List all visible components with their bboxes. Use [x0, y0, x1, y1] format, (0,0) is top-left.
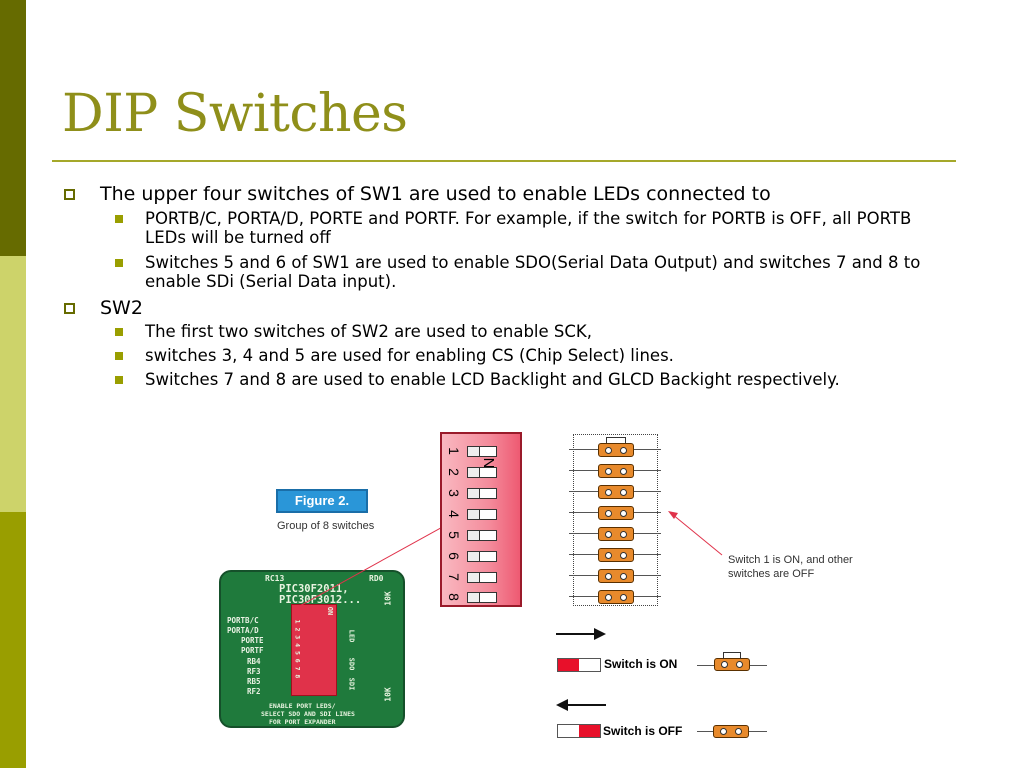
- dip-slot: [467, 551, 497, 562]
- dip-knob: [468, 510, 480, 519]
- pcb-port-label: PORTF: [241, 646, 264, 655]
- pcb-bottom-line1: ENABLE PORT LEDS/: [269, 702, 336, 710]
- sub-bullet-icon: [115, 215, 123, 223]
- pcb-chip-line1: PIC30F2011,: [279, 583, 349, 595]
- switch-red-half: [558, 659, 579, 671]
- jumper: [598, 506, 634, 520]
- figure-caption: Group of 8 switches: [277, 520, 375, 532]
- sidebar-band-light: [0, 256, 26, 512]
- legend-off-label: Switch is OFF: [603, 724, 683, 738]
- pcb-port-label: RB5: [247, 677, 261, 686]
- figure-tag: Figure 2.: [276, 489, 368, 513]
- sub-bullet-1-1: PORTB/C, PORTA/D, PORTE and PORTF. For e…: [145, 209, 912, 247]
- note-line-1: Switch 1 is ON, and other: [728, 554, 853, 566]
- legend-jumper-off: [713, 725, 749, 738]
- pcb-bottom-line2: SELECT SDO AND SDI LINES: [261, 710, 355, 718]
- title-divider: [52, 160, 956, 162]
- legend-jumper-on: [714, 658, 750, 671]
- jumper: [598, 548, 634, 562]
- jumper: [598, 590, 634, 604]
- dip-number: 1: [446, 447, 462, 455]
- arrow-right-head: [594, 628, 606, 640]
- dip-slot: [467, 446, 497, 457]
- dip-slot: [467, 488, 497, 499]
- callout-line-note: [671, 513, 723, 556]
- dip-number: 3: [446, 489, 462, 497]
- pcb-port-label: RF3: [247, 667, 261, 676]
- dip-number: 8: [446, 593, 462, 601]
- sub-bullet-icon: [115, 352, 123, 360]
- dip-slot: [467, 467, 497, 478]
- pcb-port-label: RF2: [247, 687, 261, 696]
- pcb-port-label: PORTB/C: [227, 616, 259, 625]
- callout-line-dip: [295, 524, 447, 609]
- arrow-left-head: [556, 699, 568, 711]
- jumper-box: [573, 434, 658, 606]
- sub-bullet-2-1: The first two switches of SW2 are used t…: [145, 322, 592, 341]
- sub-bullet-icon: [115, 259, 123, 267]
- switch-red-half: [579, 725, 600, 737]
- sidebar-decoration: [0, 0, 26, 768]
- dip-knob: [468, 447, 480, 456]
- legend-switch-off: [557, 724, 601, 738]
- dip-knob: [468, 531, 480, 540]
- pcb-chip-line2: PIC30F3012...: [279, 594, 362, 606]
- dip-knob: [468, 489, 480, 498]
- sub-bullet-2-3: Switches 7 and 8 are used to enable LCD …: [145, 370, 840, 389]
- jumper-on-cap: [606, 437, 626, 447]
- dip-number: 4: [446, 510, 462, 518]
- sub-bullet-icon: [115, 328, 123, 336]
- pcb-photo: RC13 RD0 PIC30F2011, PIC30F3012... 10K 1…: [219, 570, 405, 728]
- dip-knob: [468, 468, 480, 477]
- sub-bullet-1-2: Switches 5 and 6 of SW1 are used to enab…: [145, 253, 921, 291]
- pcb-bottom-line3: FOR PORT EXPANDER: [269, 718, 336, 726]
- dip-number: 5: [446, 531, 462, 539]
- sub-bullet-2-2: switches 3, 4 and 5 are used for enablin…: [145, 346, 674, 365]
- dip-slot: [467, 592, 497, 603]
- dip-slot: [467, 572, 497, 583]
- sub-bullet-icon: [115, 376, 123, 384]
- jumper: [598, 569, 634, 583]
- bullet-square-icon: [64, 303, 75, 314]
- bullet-square-icon: [64, 189, 75, 200]
- callout-arrowhead: [668, 511, 678, 519]
- slide-title: DIP Switches: [62, 84, 408, 144]
- legend-on-label: Switch is ON: [604, 657, 678, 671]
- dip-number: 2: [446, 468, 462, 476]
- bullet-2: SW2: [100, 297, 143, 319]
- jumper: [598, 485, 634, 499]
- dip-knob: [468, 593, 480, 602]
- jumper: [598, 464, 634, 478]
- dip-number: 7: [446, 573, 462, 581]
- pcb-port-label: RB4: [247, 657, 261, 666]
- legend-switch-on: [557, 658, 601, 672]
- jumper: [598, 443, 634, 457]
- pcb-label-rd0: RD0: [369, 574, 384, 583]
- jumper: [598, 527, 634, 541]
- pcb-port-label: PORTA/D: [227, 626, 259, 635]
- pcb-port-label: PORTE: [241, 636, 264, 645]
- switch-note: Switch 1 is ON, and other switches are O…: [728, 553, 853, 581]
- dip-knob: [468, 552, 480, 561]
- dip-knob: [468, 573, 480, 582]
- pcb-label-rc13: RC13: [265, 574, 285, 583]
- sidebar-band-medium: [0, 512, 26, 768]
- bullet-1: The upper four switches of SW1 are used …: [100, 183, 771, 205]
- dip-slot: [467, 530, 497, 541]
- sidebar-band-dark: [0, 0, 26, 256]
- dip-number: 6: [446, 552, 462, 560]
- pcb-dip-switch: ON 1 2 3 4 5 6 7 8: [291, 604, 337, 696]
- dip-slot: [467, 509, 497, 520]
- note-line-2: switches are OFF: [728, 568, 815, 580]
- legend-jumper-cap: [723, 652, 741, 659]
